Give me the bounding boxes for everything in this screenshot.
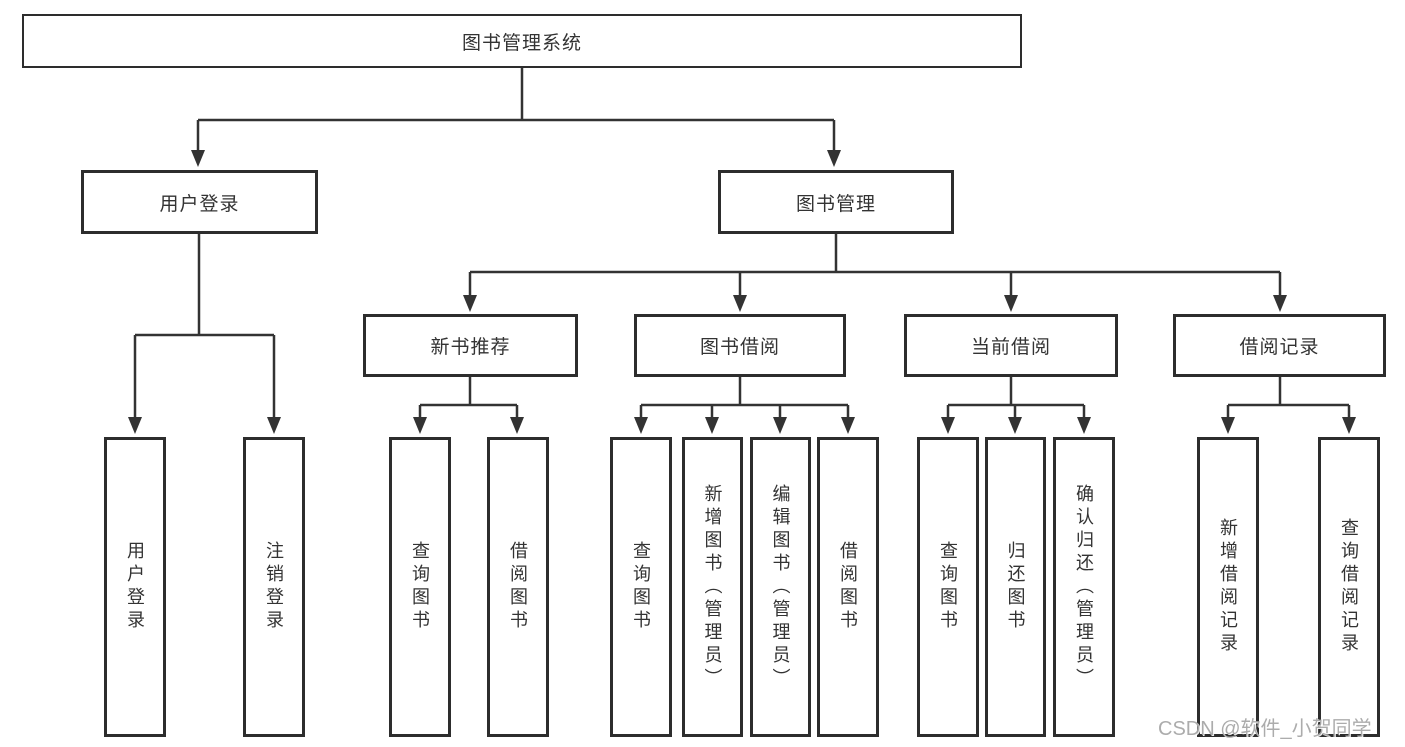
leaf-borrow-edit-books-admin-label: 编辑图书（管理员） bbox=[770, 483, 791, 691]
leaf-newrec-query-books: 查询图书 bbox=[389, 437, 451, 737]
node-borrowing-records: 借阅记录 bbox=[1173, 314, 1386, 377]
leaf-current-query-books: 查询图书 bbox=[917, 437, 979, 737]
leaf-borrow-borrow-books-label: 借阅图书 bbox=[838, 541, 858, 633]
leaf-current-confirm-return-admin-label: 确认归还（管理员） bbox=[1074, 483, 1094, 691]
leaf-records-add-borrow-record: 新增借阅记录 bbox=[1197, 437, 1259, 737]
node-current-borrowing: 当前借阅 bbox=[904, 314, 1118, 377]
leaf-user-login: 用户登录 bbox=[104, 437, 166, 737]
leaf-newrec-borrow-books: 借阅图书 bbox=[487, 437, 549, 737]
leaf-borrow-add-books-admin-label: 新增图书（管理员） bbox=[702, 483, 723, 691]
leaf-borrow-borrow-books: 借阅图书 bbox=[817, 437, 879, 737]
leaf-user-login-label: 用户登录 bbox=[125, 541, 145, 633]
watermark: CSDN @软件_小贺同学 bbox=[1158, 718, 1372, 740]
leaf-records-add-borrow-record-label: 新增借阅记录 bbox=[1218, 518, 1238, 656]
leaf-logout-login-label: 注销登录 bbox=[264, 541, 284, 633]
leaf-borrow-query-books-label: 查询图书 bbox=[631, 541, 651, 633]
leaf-newrec-query-books-label: 查询图书 bbox=[410, 541, 430, 633]
node-user-login: 用户登录 bbox=[81, 170, 318, 234]
leaf-borrow-edit-books-admin: 编辑图书（管理员） bbox=[750, 437, 811, 737]
node-library-management-system: 图书管理系统 bbox=[22, 14, 1022, 68]
leaf-current-return-books-label: 归还图书 bbox=[1005, 541, 1026, 633]
node-new-book-recommendation: 新书推荐 bbox=[363, 314, 578, 377]
leaf-records-query-borrow-record: 查询借阅记录 bbox=[1318, 437, 1380, 737]
leaf-logout-login: 注销登录 bbox=[243, 437, 305, 737]
leaf-newrec-borrow-books-label: 借阅图书 bbox=[508, 541, 528, 633]
node-book-management: 图书管理 bbox=[718, 170, 954, 234]
leaf-current-confirm-return-admin: 确认归还（管理员） bbox=[1053, 437, 1115, 737]
leaf-current-return-books: 归还图书 bbox=[985, 437, 1046, 737]
node-book-borrowing: 图书借阅 bbox=[634, 314, 846, 377]
leaf-borrow-add-books-admin: 新增图书（管理员） bbox=[682, 437, 743, 737]
leaf-current-query-books-label: 查询图书 bbox=[938, 541, 958, 633]
leaf-borrow-query-books: 查询图书 bbox=[610, 437, 672, 737]
leaf-records-query-borrow-record-label: 查询借阅记录 bbox=[1339, 518, 1359, 656]
